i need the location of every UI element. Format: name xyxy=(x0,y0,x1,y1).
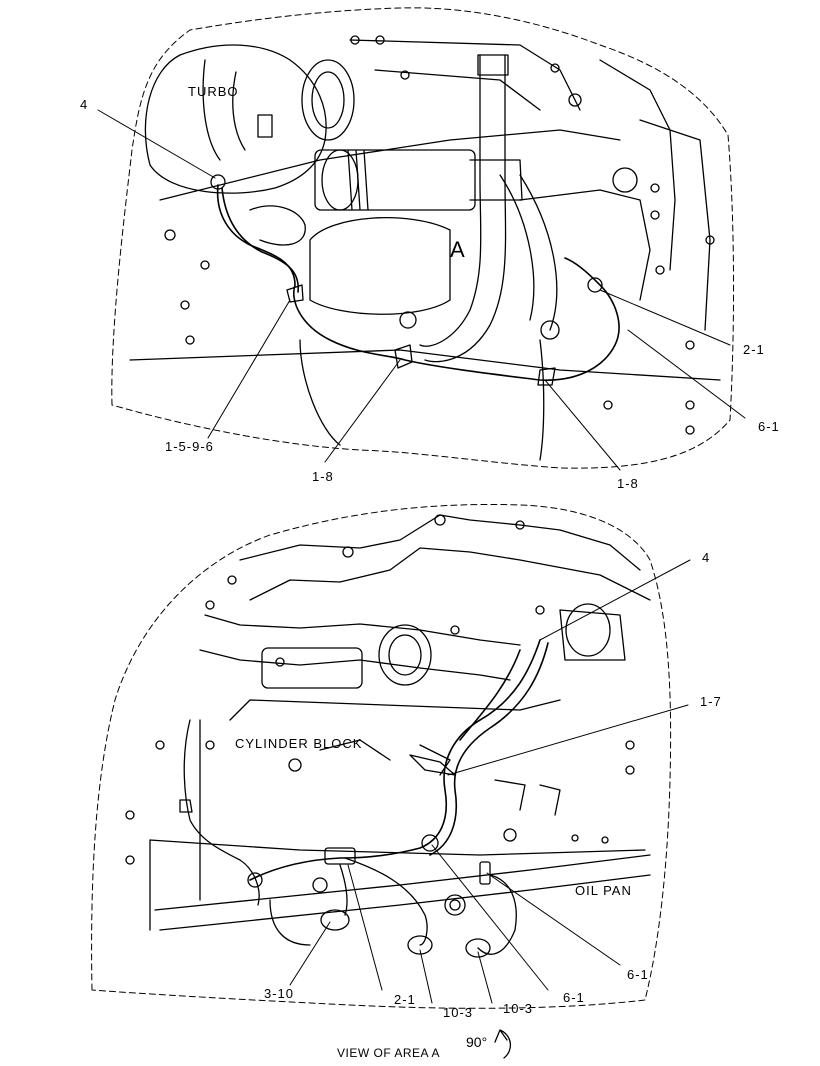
callout-1-8-left: 1-8 xyxy=(312,469,334,484)
top-view-boundary xyxy=(111,7,735,469)
leader-2-1-top xyxy=(599,289,731,346)
callout-3-10: 3-10 xyxy=(264,986,295,1001)
callout-1-7: 1-7 xyxy=(700,694,722,709)
caption-view-of-area-a: VIEW OF AREA A xyxy=(337,1046,441,1060)
turbo-housing xyxy=(144,44,327,194)
callout-6-1-bottom: 6-1 xyxy=(563,990,585,1005)
label-area-a: A xyxy=(450,237,465,262)
vertical-pipe xyxy=(419,54,507,363)
callout-10-3-right: 10-3 xyxy=(503,1001,534,1016)
leader-1-8-left xyxy=(324,359,401,463)
turbo-outlet xyxy=(301,59,355,141)
callout-4-bottom: 4 xyxy=(702,550,711,565)
callout-1-5-9-6: 1-5-9-6 xyxy=(165,439,214,454)
leader-1-7 xyxy=(447,704,689,776)
callout-6-1-right: 6-1 xyxy=(627,967,649,982)
leader-6-1-bottom xyxy=(431,844,549,991)
exhaust-manifold xyxy=(204,614,521,646)
label-turbo: TURBO xyxy=(188,84,239,99)
bottom-wiring-harness xyxy=(249,639,541,881)
leader-1-8-right xyxy=(544,379,621,471)
callout-10-3-left: 10-3 xyxy=(443,1005,474,1020)
top-wiring-harness xyxy=(216,184,620,381)
rotation-arrow-icon xyxy=(494,1029,511,1059)
callout-4-top: 4 xyxy=(80,97,89,112)
callout-2-1-top: 2-1 xyxy=(743,342,765,357)
callout-1-8-right: 1-8 xyxy=(617,476,639,491)
aftercooler-body xyxy=(314,149,476,211)
leader-4-top xyxy=(97,109,216,179)
rotation-label: 90° xyxy=(466,1034,488,1050)
leader-6-1-top xyxy=(627,329,746,419)
oil-pan-rail xyxy=(154,854,651,911)
sensor-3-10 xyxy=(320,909,350,931)
filter-left xyxy=(309,217,451,315)
sensor-10-3-left xyxy=(407,935,433,955)
callout-2-1-bottom: 2-1 xyxy=(394,992,416,1007)
bottom-view-boundary xyxy=(91,503,672,1009)
label-oil-pan: OIL PAN xyxy=(575,883,632,898)
callout-6-1-top: 6-1 xyxy=(758,419,780,434)
leader-10-3-right xyxy=(477,951,493,1004)
leader-4-bottom xyxy=(539,559,691,641)
top-view xyxy=(97,7,746,471)
leader-3-10 xyxy=(289,921,331,986)
leader-1-5-9-6 xyxy=(207,299,291,439)
bottom-view xyxy=(91,503,691,1059)
leader-6-1-right xyxy=(486,872,621,966)
leader-2-1-bottom xyxy=(347,864,383,991)
leader-10-3-left xyxy=(419,949,433,1004)
sensor-10-3-right xyxy=(465,938,491,958)
label-cylinder-block: CYLINDER BLOCK xyxy=(235,736,363,751)
